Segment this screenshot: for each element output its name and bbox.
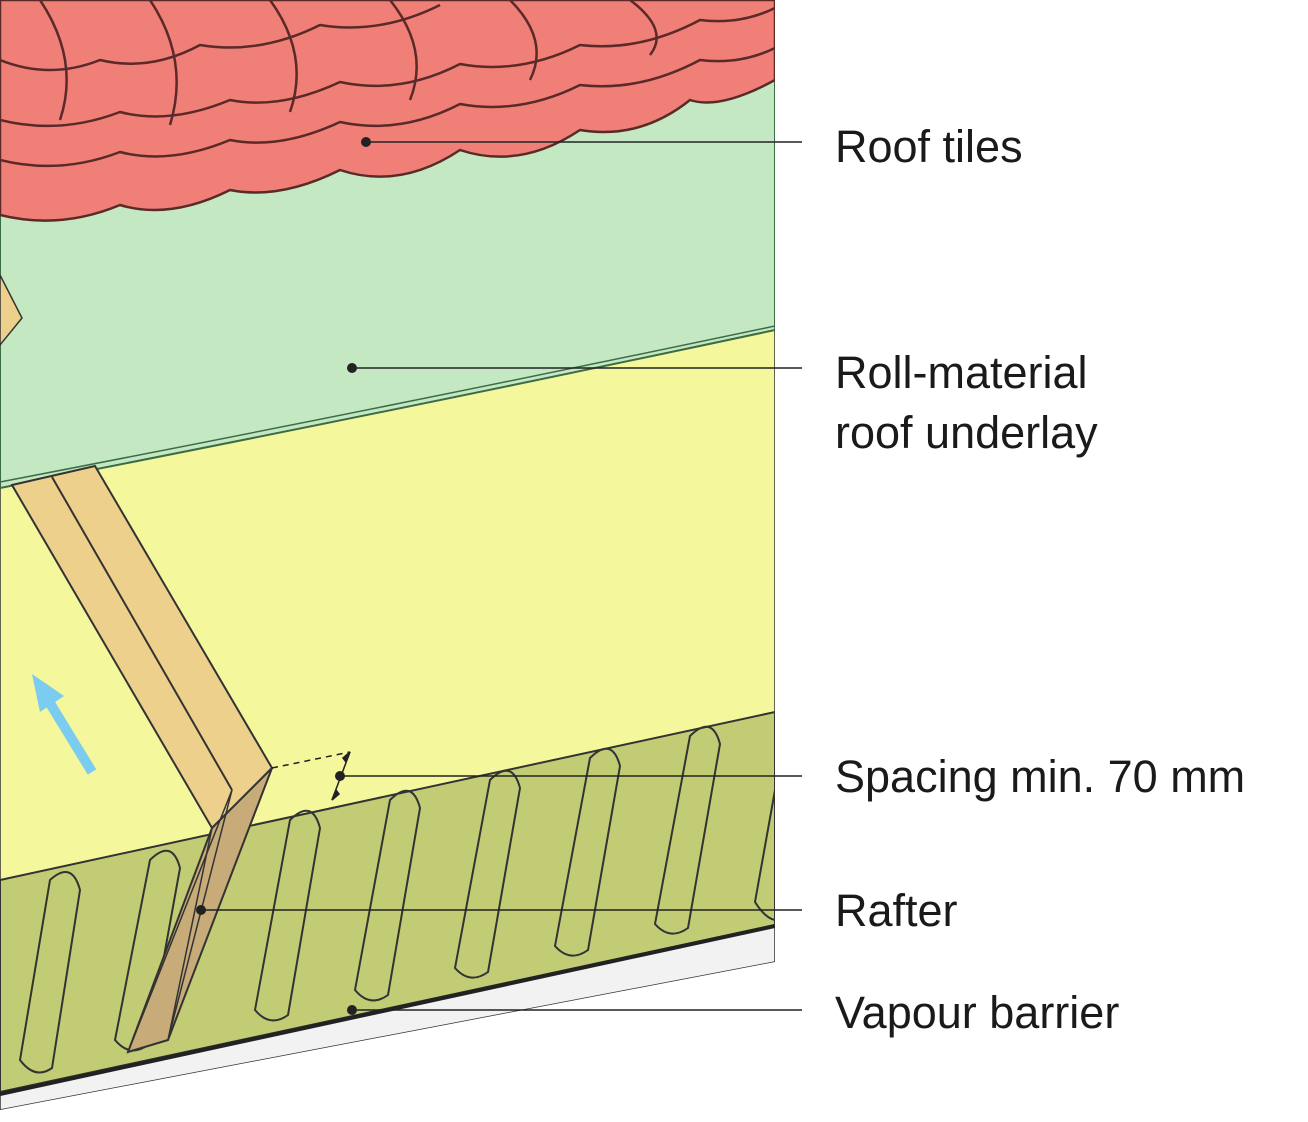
roof-tiles-layer (0, 0, 775, 222)
label-rafter: Rafter (835, 885, 958, 936)
label-underlay-line2: roof underlay (835, 407, 1098, 458)
counter-batten (0, 274, 23, 348)
label-underlay-line1: Roll-material (835, 347, 1088, 398)
label-vapour-barrier: Vapour barrier (835, 987, 1119, 1038)
leader-lines (201, 141, 802, 1011)
airflow-arrow-icon (32, 674, 97, 775)
label-roof-tiles: Roof tiles (835, 121, 1023, 172)
roof-build-up (0, 0, 775, 1110)
leader-dots (196, 137, 371, 1015)
underlay-edge (0, 325, 775, 483)
label-spacing: Spacing min. 70 mm (835, 751, 1245, 802)
insulation-fibre-pattern (18, 725, 775, 1074)
